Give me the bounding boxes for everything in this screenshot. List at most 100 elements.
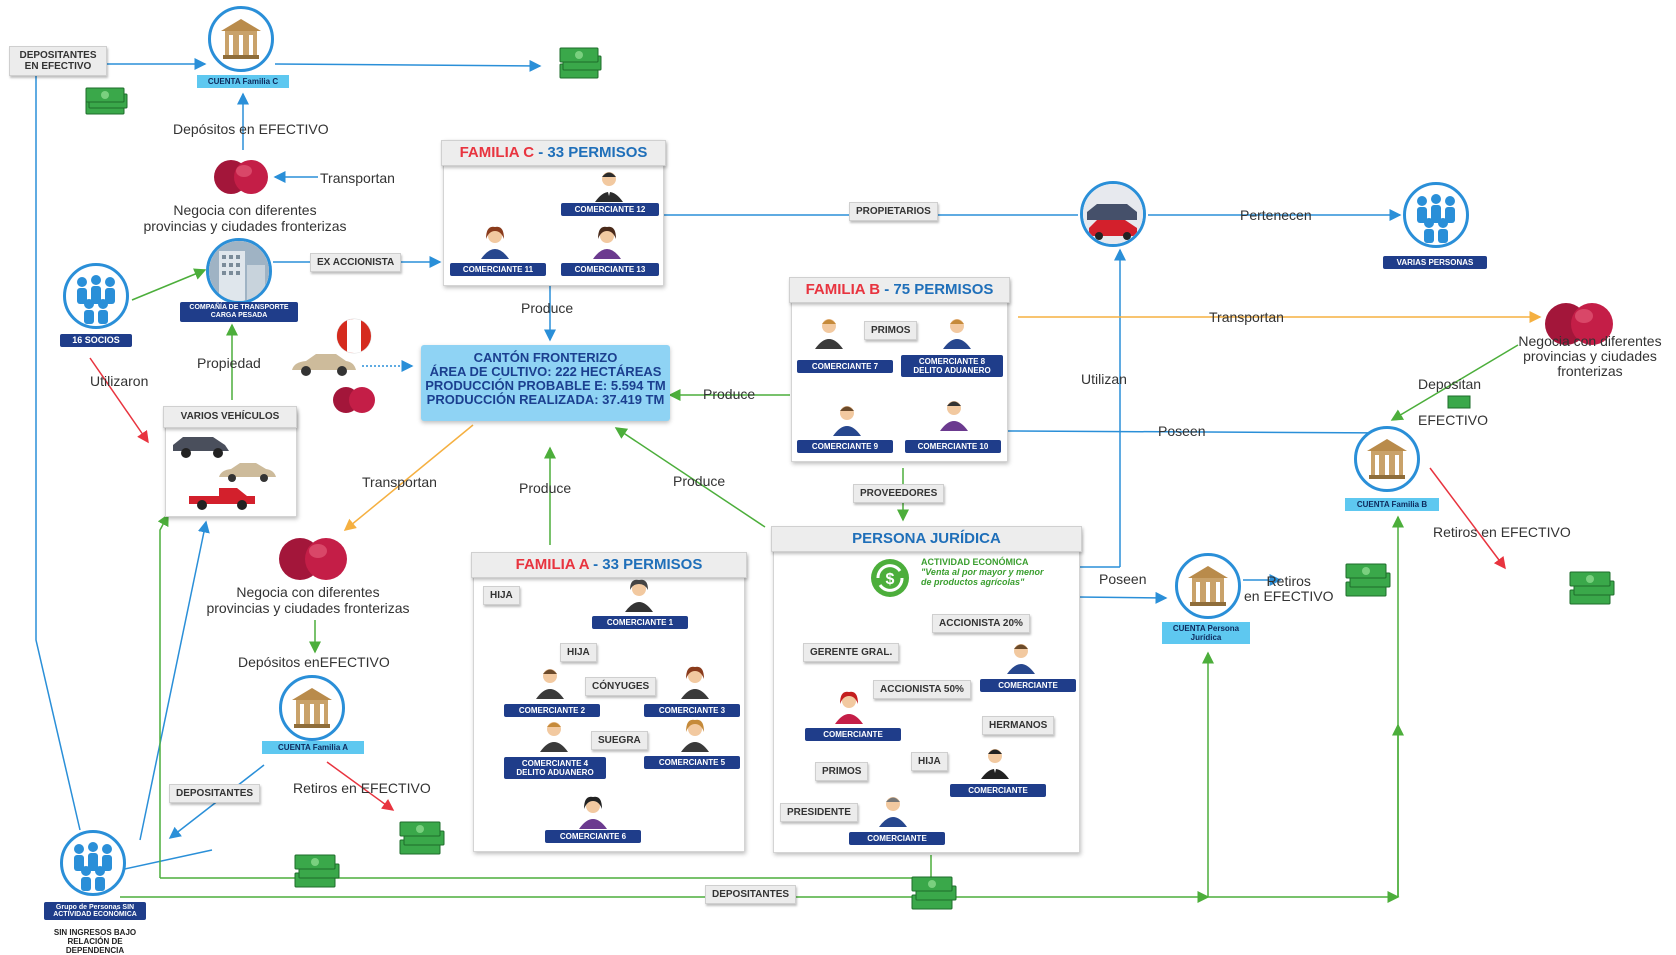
- person-icon: [576, 795, 610, 835]
- depositantes-tag-left: DEPOSITANTES: [169, 784, 261, 803]
- comerciante-8-badge: COMERCIANTE 8 DELITO ADUANERO: [901, 355, 1003, 377]
- depositan-label: Depositan: [1418, 376, 1482, 392]
- compania-transporte-badge: COMPAÑÍA DE TRANSPORTE CARGA PESADA: [180, 302, 298, 322]
- propiedad-label: Propiedad: [197, 355, 261, 371]
- canton-line-4: PRODUCCIÓN REALIZADA: 37.419 TM: [426, 392, 665, 407]
- poseen-b-label: Poseen: [1158, 423, 1206, 439]
- familia-a-name: FAMILIA A: [515, 556, 589, 573]
- canton-line-2: ÁREA DE CULTIVO: 222 HECTÁREAS: [429, 364, 662, 379]
- person-icon: [940, 315, 974, 355]
- depositantes-tag-bottom: DEPOSITANTES: [705, 885, 797, 904]
- primos-tag-b: PRIMOS: [864, 321, 918, 340]
- person-icon: [678, 718, 712, 758]
- comerciante-badge: COMERCIANTE: [980, 679, 1076, 692]
- 16-socios-badge: 16 SOCIOS: [60, 334, 132, 347]
- efectivo-label: EFECTIVO: [1418, 412, 1489, 428]
- cash-icon: [84, 86, 128, 123]
- familia-b-header: FAMILIA B - 75 PERMISOS: [789, 277, 1010, 303]
- transportan-right-label: Transportan: [1209, 309, 1284, 325]
- cash-icon-small: [1447, 395, 1471, 414]
- cash-icon: [293, 853, 341, 898]
- bank-icon-familia-a: [279, 675, 345, 741]
- retiros-line-2: en EFECTIVO: [1244, 588, 1334, 604]
- comerciante-9-badge: COMERCIANTE 9: [797, 440, 893, 453]
- primos-tag-pj: PRIMOS: [815, 762, 869, 781]
- grupo-personas-badge: Grupo de Personas SIN ACTIVIDAD ECONÓMIC…: [44, 902, 146, 920]
- hija-tag-pj: HIJA: [911, 752, 948, 771]
- pickup-icon: [186, 484, 258, 517]
- person-icon: [592, 168, 626, 208]
- comerciante-11-badge: COMERCIANTE 11: [450, 263, 546, 276]
- cuenta-familia-b-label: CUENTA Familia B: [1345, 498, 1439, 511]
- produce-diag-label: Produce: [673, 473, 726, 489]
- person-icon: [830, 402, 864, 442]
- cash-icon: [398, 820, 446, 865]
- accionista-20-tag: ACCIONISTA 20%: [932, 614, 1030, 633]
- comerciante-10-badge: COMERCIANTE 10: [905, 440, 1001, 453]
- persona-juridica-panel: [773, 531, 1080, 853]
- comerciante-badge: COMERCIANTE: [805, 728, 901, 741]
- person-icon: [937, 397, 971, 437]
- persona-juridica-header: PERSONA JURÍDICA: [771, 526, 1082, 552]
- person-icon: [978, 745, 1012, 785]
- cuenta-familia-a-label: CUENTA Familia A: [262, 741, 364, 754]
- familia-a-header: FAMILIA A - 33 PERMISOS: [471, 552, 747, 578]
- onion-icon: [211, 151, 273, 202]
- comerciante-3-badge: COMERCIANTE 3: [644, 704, 740, 717]
- cash-icon: [1344, 562, 1392, 607]
- person-icon: [876, 793, 910, 833]
- negocia-line-2: provincias y ciudades: [1523, 348, 1657, 364]
- utilizan-label: Utilizan: [1081, 371, 1127, 387]
- retiros-efectivo-left-label: Retiros en EFECTIVO: [293, 780, 431, 796]
- produce-right-label: Produce: [703, 386, 756, 402]
- actividad-title: ACTIVIDAD ECONÓMICA: [921, 557, 1029, 567]
- hermanos-tag: HERMANOS: [982, 716, 1055, 735]
- car-icon: [288, 350, 358, 383]
- familia-c-name: FAMILIA C: [459, 144, 535, 161]
- comerciante-badge: COMERCIANTE: [849, 832, 945, 845]
- onion-icon: [1542, 290, 1618, 355]
- negocia-line-1: Negocia con diferentes: [236, 584, 380, 600]
- negocia-label-top: Negocia con diferentes provincias y ciud…: [140, 202, 350, 234]
- depositos-en-efectivo-label: Depósitos enEFECTIVO: [238, 654, 390, 670]
- familia-b-name: FAMILIA B: [805, 281, 881, 298]
- person-icon: [812, 315, 846, 355]
- person-icon: [832, 690, 866, 730]
- person-icon: [678, 665, 712, 705]
- onion-icon: [276, 527, 352, 588]
- conyuges-tag: CÓNYUGES: [585, 677, 657, 696]
- onion-icon: [330, 380, 380, 421]
- retiros-line-1: Retiros: [1266, 573, 1311, 589]
- ex-accionista-tag: EX ACCIONISTA: [310, 253, 402, 272]
- suv-icon: [170, 433, 232, 464]
- propietarios-tag: PROPIETARIOS: [849, 202, 938, 221]
- person-icon: [537, 718, 571, 758]
- group-icon-varias-personas: [1403, 182, 1469, 248]
- sedan-icon: [216, 460, 278, 489]
- suegra-tag: SUEGRA: [591, 731, 648, 750]
- person-icon: [622, 578, 656, 618]
- cuenta-familia-c-label: CUENTA Familia C: [197, 75, 289, 88]
- negocia-label-left: Negocia con diferentes provincias y ciud…: [198, 584, 418, 616]
- familia-c-permisos: - 33 PERMISOS: [538, 144, 648, 161]
- utilizaron-label: Utilizaron: [90, 373, 149, 389]
- cash-icon: [1568, 570, 1616, 615]
- building-icon-compania: [206, 238, 272, 304]
- bank-icon-familia-b: [1354, 426, 1420, 492]
- presidente-tag: PRESIDENTE: [780, 803, 858, 822]
- comerciante-6-badge: COMERCIANTE 6: [545, 830, 641, 843]
- produce-bottom-label: Produce: [519, 480, 572, 496]
- comerciante-1-badge: COMERCIANTE 1: [592, 616, 688, 629]
- bank-icon-persona-juridica: [1175, 553, 1241, 619]
- comerciante-12-badge: COMERCIANTE 12: [561, 203, 659, 216]
- comerciante-7-badge: COMERCIANTE 7: [797, 360, 893, 373]
- actividad-economica-text: ACTIVIDAD ECONÓMICA "Venta al por mayor …: [921, 557, 1043, 587]
- negocia-line-1: Negocia con diferentes: [1518, 333, 1662, 349]
- varios-vehiculos-header: VARIOS VEHÍCULOS: [163, 406, 297, 428]
- hija-tag-2: HIJA: [560, 643, 597, 662]
- peru-flag-icon: [336, 318, 372, 359]
- comerciante-5-badge: COMERCIANTE 5: [644, 756, 740, 769]
- svg-text:$: $: [886, 571, 895, 588]
- person-icon: [533, 665, 567, 705]
- group-icon-16-socios: [63, 263, 129, 329]
